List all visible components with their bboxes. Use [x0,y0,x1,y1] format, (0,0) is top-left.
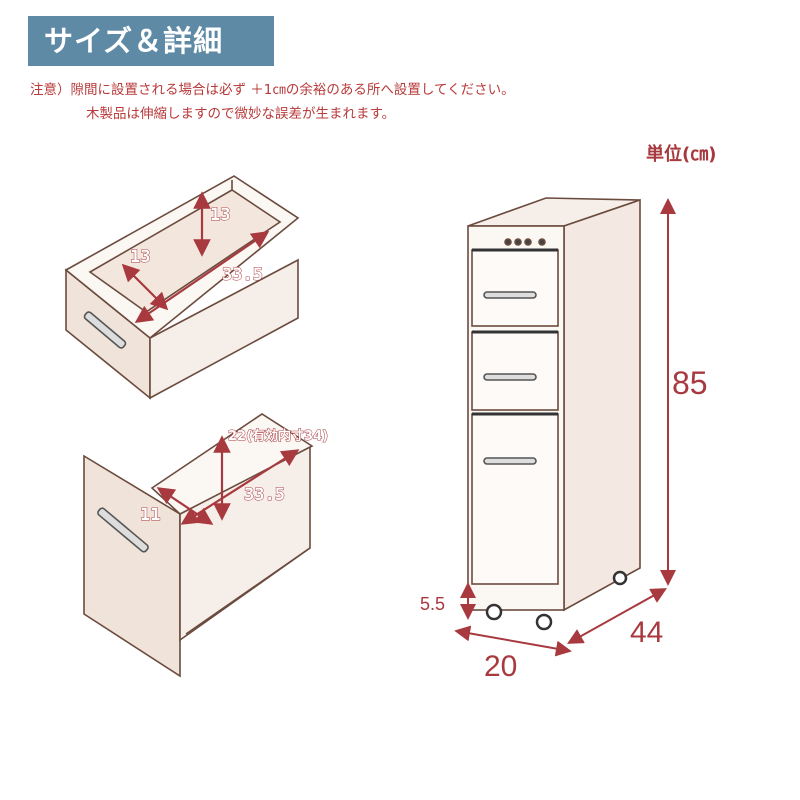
upper-drawer-illustration [64,175,300,400]
overall-dimension-lines [454,198,676,657]
caster-height-dimension: 5.5 [420,594,446,614]
upper-drawer-depth-dim: 33.5 [222,265,263,285]
width-dimension: 20 [484,650,518,683]
cabinet-illustration [467,197,641,631]
note-line-1: 注意）隙間に設置される場合は必ず ＋1㎝の余裕のある所へ設置してください。 [30,82,515,98]
lower-drawer-depth-dim: 33.5 [244,485,285,505]
lower-drawer-height-dim: 22(有効内寸34) [228,428,328,444]
height-dimension: 85 [672,365,708,401]
lower-drawer-illustration [83,413,314,678]
note-line-2: 木製品は伸縮しますので微妙な誤差が生まれます。 [86,106,396,122]
section-title: サイズ＆詳細 [28,16,274,66]
upper-drawer-width-dim: 13 [130,247,150,267]
depth-dimension: 44 [630,616,664,649]
lower-drawer-width-dim: 11 [140,505,160,525]
upper-drawer-height-dim: 13 [210,205,230,225]
lower-drawer-dimension-arrows [156,435,300,525]
unit-label: 単位(㎝) [646,144,717,165]
upper-drawer-dimension-arrows [121,191,270,323]
